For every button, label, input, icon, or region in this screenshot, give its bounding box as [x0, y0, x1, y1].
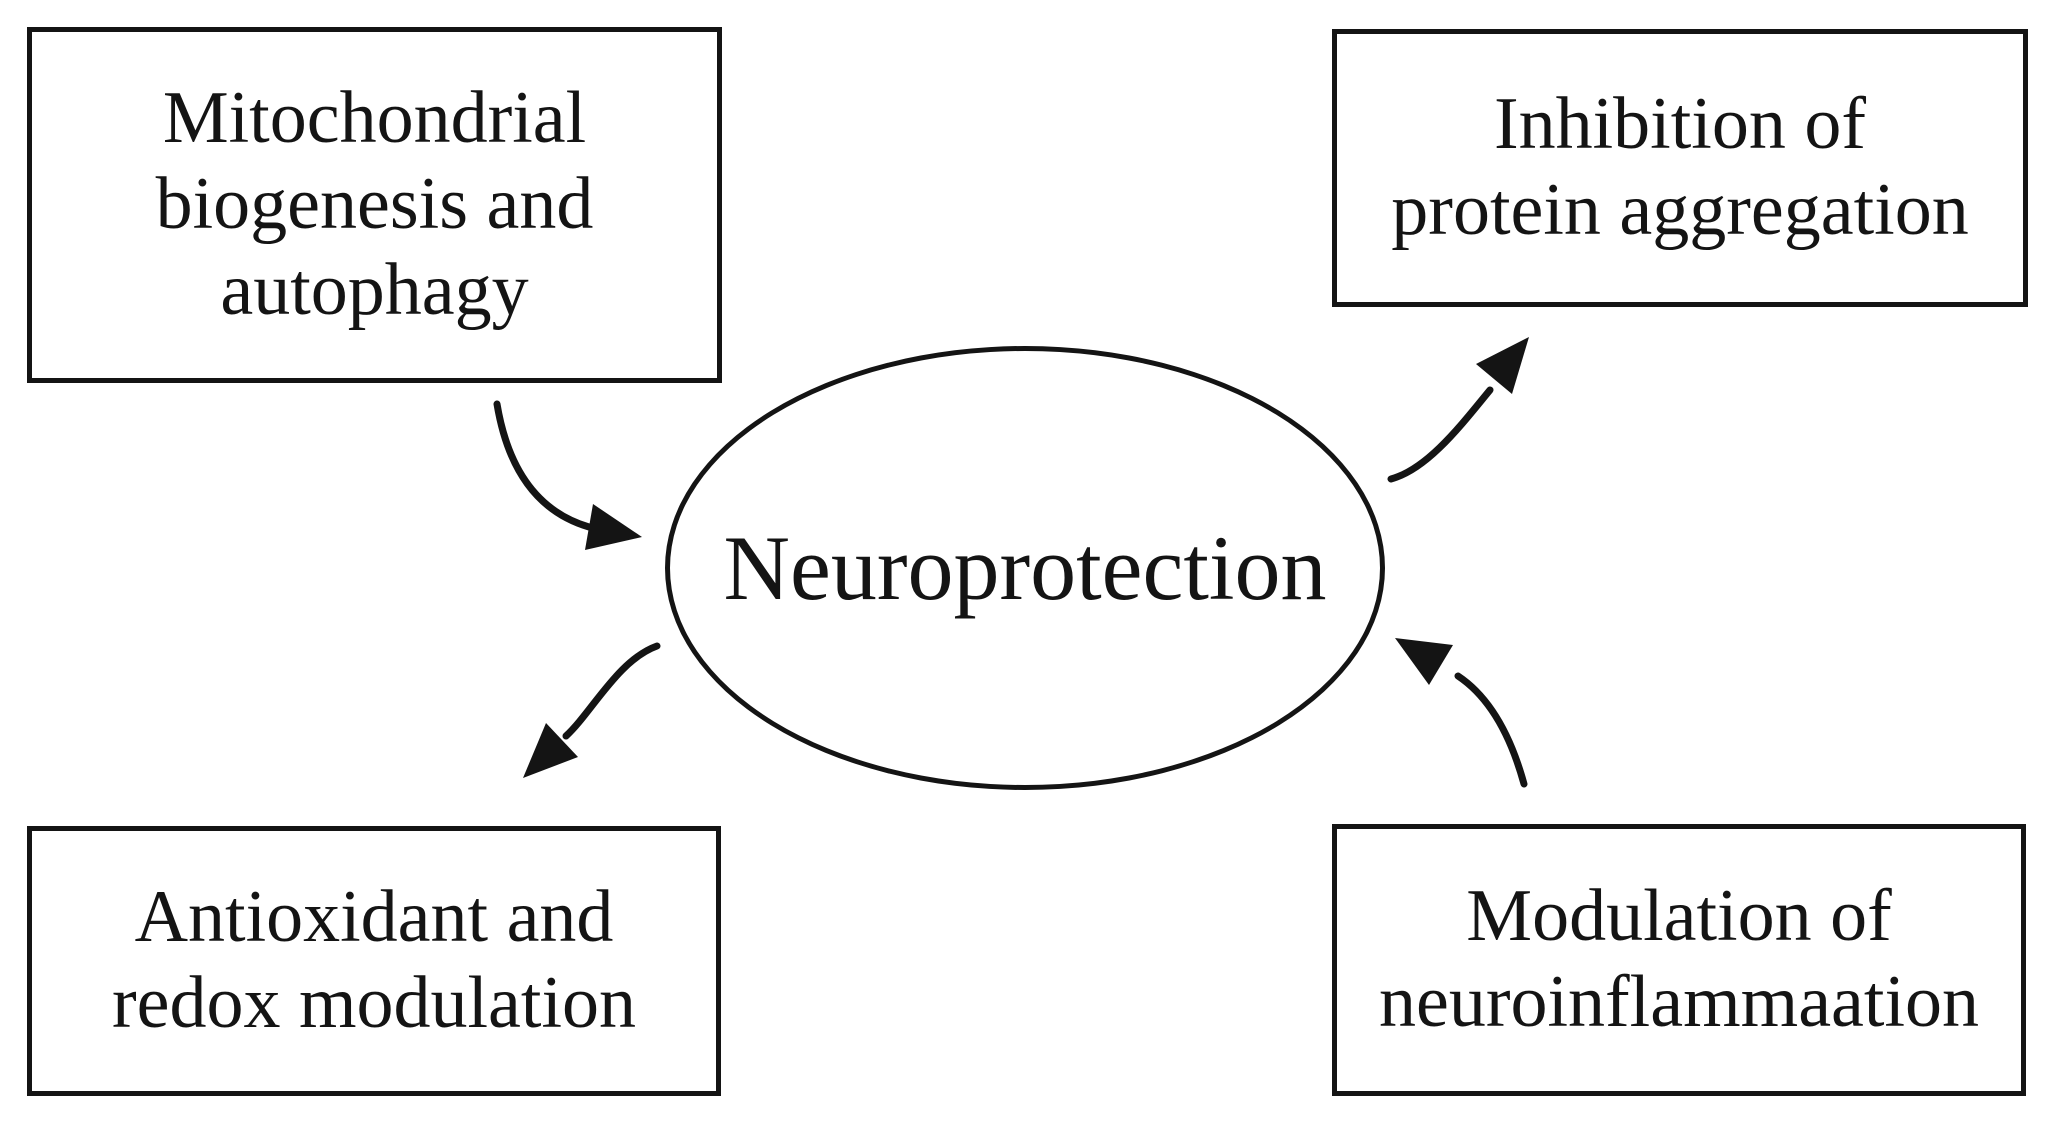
node-label-line: Mitochondrial	[162, 77, 587, 160]
arrow-curve	[493, 400, 593, 531]
arrowhead-down-left-icon	[523, 723, 578, 778]
node-antioxidant-redox-modulation: Antioxidant and redox modulation	[27, 826, 721, 1096]
arrowhead-right-icon	[585, 504, 642, 550]
node-label-line: Inhibition of	[1493, 83, 1867, 166]
arrow-center-to-bottom-left-box	[523, 642, 661, 778]
arrow-curve	[1387, 386, 1494, 483]
arrow-top-left-box-to-center	[493, 400, 642, 550]
center-label: Neuroprotection	[723, 517, 1327, 619]
arrowhead-up-left-icon	[1395, 638, 1453, 685]
arrow-curve	[1454, 672, 1528, 788]
node-modulation-neuroinflammation: Modulation of neuroinflammaation	[1332, 824, 2026, 1096]
arrow-bottom-right-box-to-center	[1395, 638, 1528, 788]
node-label-line: redox modulation	[111, 962, 637, 1044]
node-label-line: protein aggregation	[1391, 169, 1969, 251]
node-label-line: biogenesis and	[155, 163, 594, 246]
arrow-curve	[562, 642, 661, 740]
node-label-line: autophagy	[220, 248, 529, 331]
arrow-center-to-top-right-box	[1387, 337, 1529, 483]
node-label-line: neuroinflammaation	[1378, 961, 1980, 1043]
arrowhead-up-right-icon	[1476, 337, 1529, 394]
node-label-line: Modulation of	[1466, 875, 1892, 958]
node-inhibition-protein-aggregation: Inhibition of protein aggregation	[1332, 29, 2028, 307]
node-neuroprotection-ellipse: Neuroprotection	[665, 346, 1385, 790]
node-mitochondrial-biogenesis-autophagy: Mitochondrial biogenesis and autophagy	[27, 27, 722, 383]
node-label-line: Antioxidant and	[134, 876, 614, 959]
